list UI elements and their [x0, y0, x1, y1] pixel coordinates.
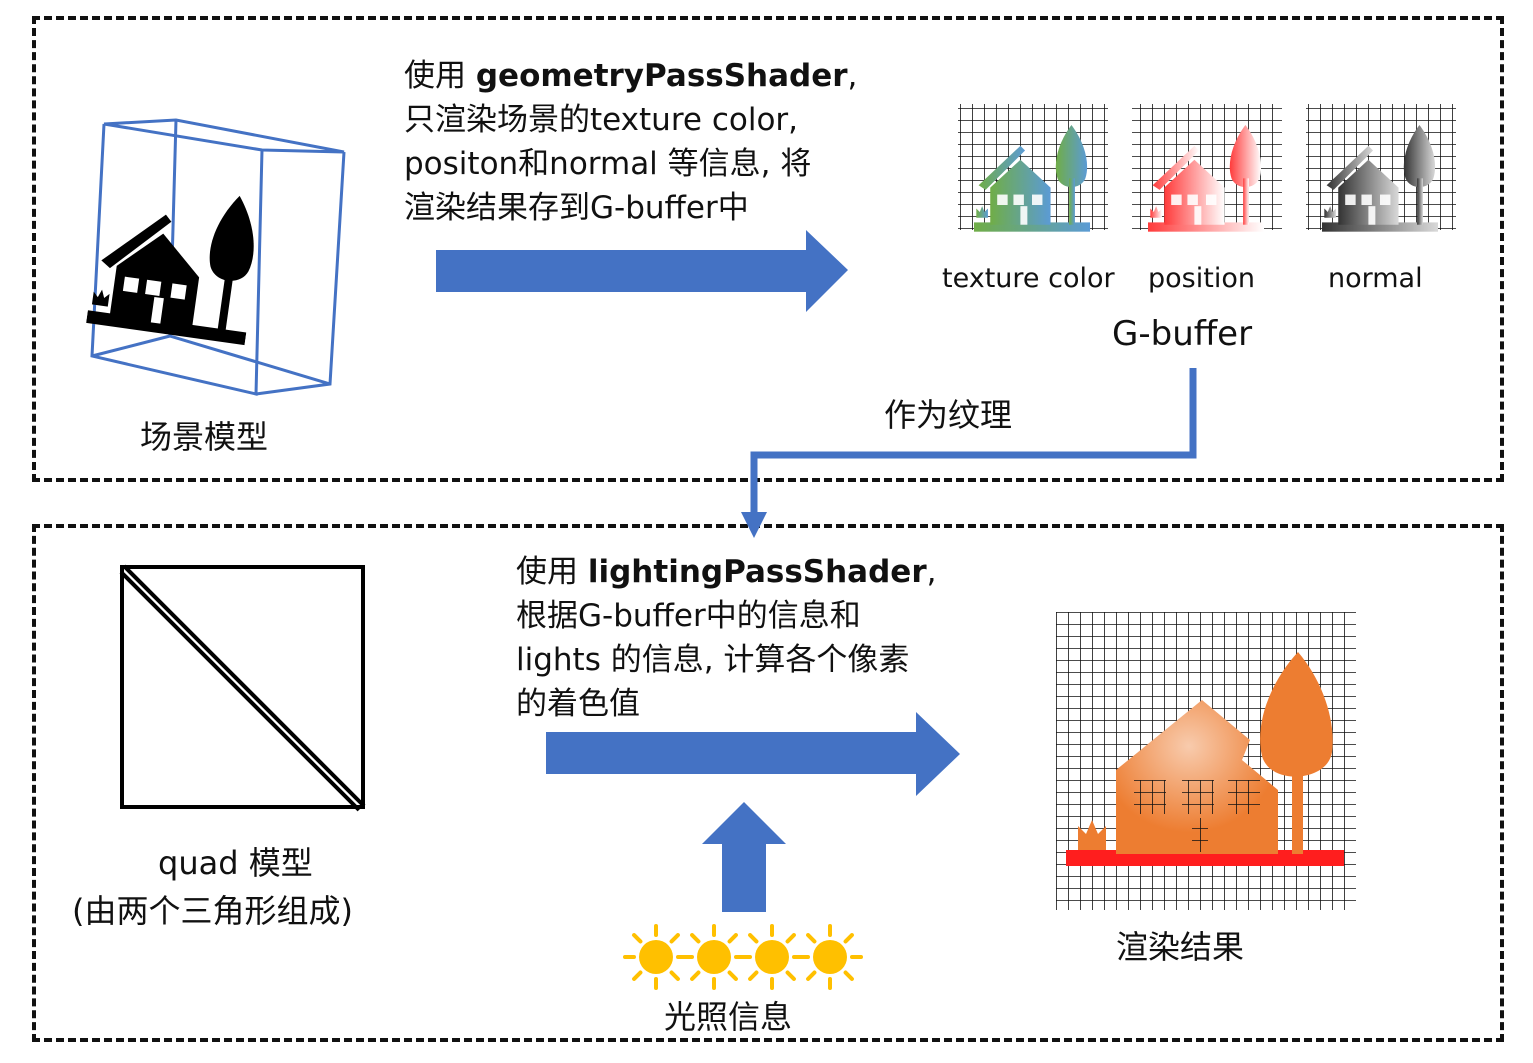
lighting-pass-description: 使用 lightingPassShader, 根据G-buffer中的信息和 l…	[516, 550, 936, 726]
quad-triangles-icon	[119, 564, 366, 812]
gbuffer-item-normal: normal	[1328, 263, 1423, 294]
gbuffer-title: G-buffer	[1112, 314, 1253, 354]
geometry-desc-line1: 使用 geometryPassShader,	[404, 58, 858, 94]
lighting-pass-panel	[32, 524, 1504, 1042]
render-result-label: 渲染结果	[1116, 928, 1245, 966]
sun-icon	[797, 924, 863, 990]
geometry-pass-panel	[32, 16, 1504, 482]
scene-box-outline	[90, 118, 346, 396]
connector-label: 作为纹理	[884, 396, 1013, 434]
lights-label: 光照信息	[664, 998, 793, 1036]
geometry-desc-line3: positon和normal 等信息, 将	[404, 146, 812, 182]
gbuffer-texture-color	[958, 104, 1108, 232]
house-tree-icon	[86, 177, 266, 346]
scene-model-icon	[86, 118, 346, 396]
gbuffer-normal	[1306, 104, 1456, 232]
scene-model-label: 场景模型	[140, 418, 269, 456]
texture-connector-arrow	[741, 368, 1197, 538]
lighting-desc-line2: 根据G-buffer中的信息和	[516, 598, 861, 634]
render-result-image	[1056, 612, 1356, 910]
geometry-pass-description: 使用 geometryPassShader, 只渲染场景的texture col…	[404, 54, 857, 230]
lights-up-arrow	[702, 802, 786, 912]
lighting-desc-line3: lights 的信息, 计算各个像素	[516, 642, 910, 678]
gbuffer-item-position: position	[1148, 263, 1255, 294]
geometry-desc-line2: 只渲染场景的texture color,	[404, 102, 799, 138]
lighting-desc-line1: 使用 lightingPassShader,	[516, 554, 937, 590]
quad-sublabel: (由两个三角形组成)	[72, 892, 353, 930]
lighting-pass-arrow	[546, 712, 960, 796]
sun-icon	[623, 924, 689, 990]
lighting-desc-line4: 的着色值	[516, 686, 640, 722]
gbuffer-position	[1132, 104, 1282, 232]
quad-label: quad 模型	[158, 844, 313, 882]
geometry-desc-line4: 渲染结果存到G-buffer中	[404, 190, 749, 226]
sun-icon	[739, 924, 805, 990]
sun-icon	[681, 924, 747, 990]
geometry-pass-arrow	[436, 230, 848, 312]
lights-sun-icons	[623, 924, 863, 990]
gbuffer-item-texture-color: texture color	[942, 263, 1115, 294]
